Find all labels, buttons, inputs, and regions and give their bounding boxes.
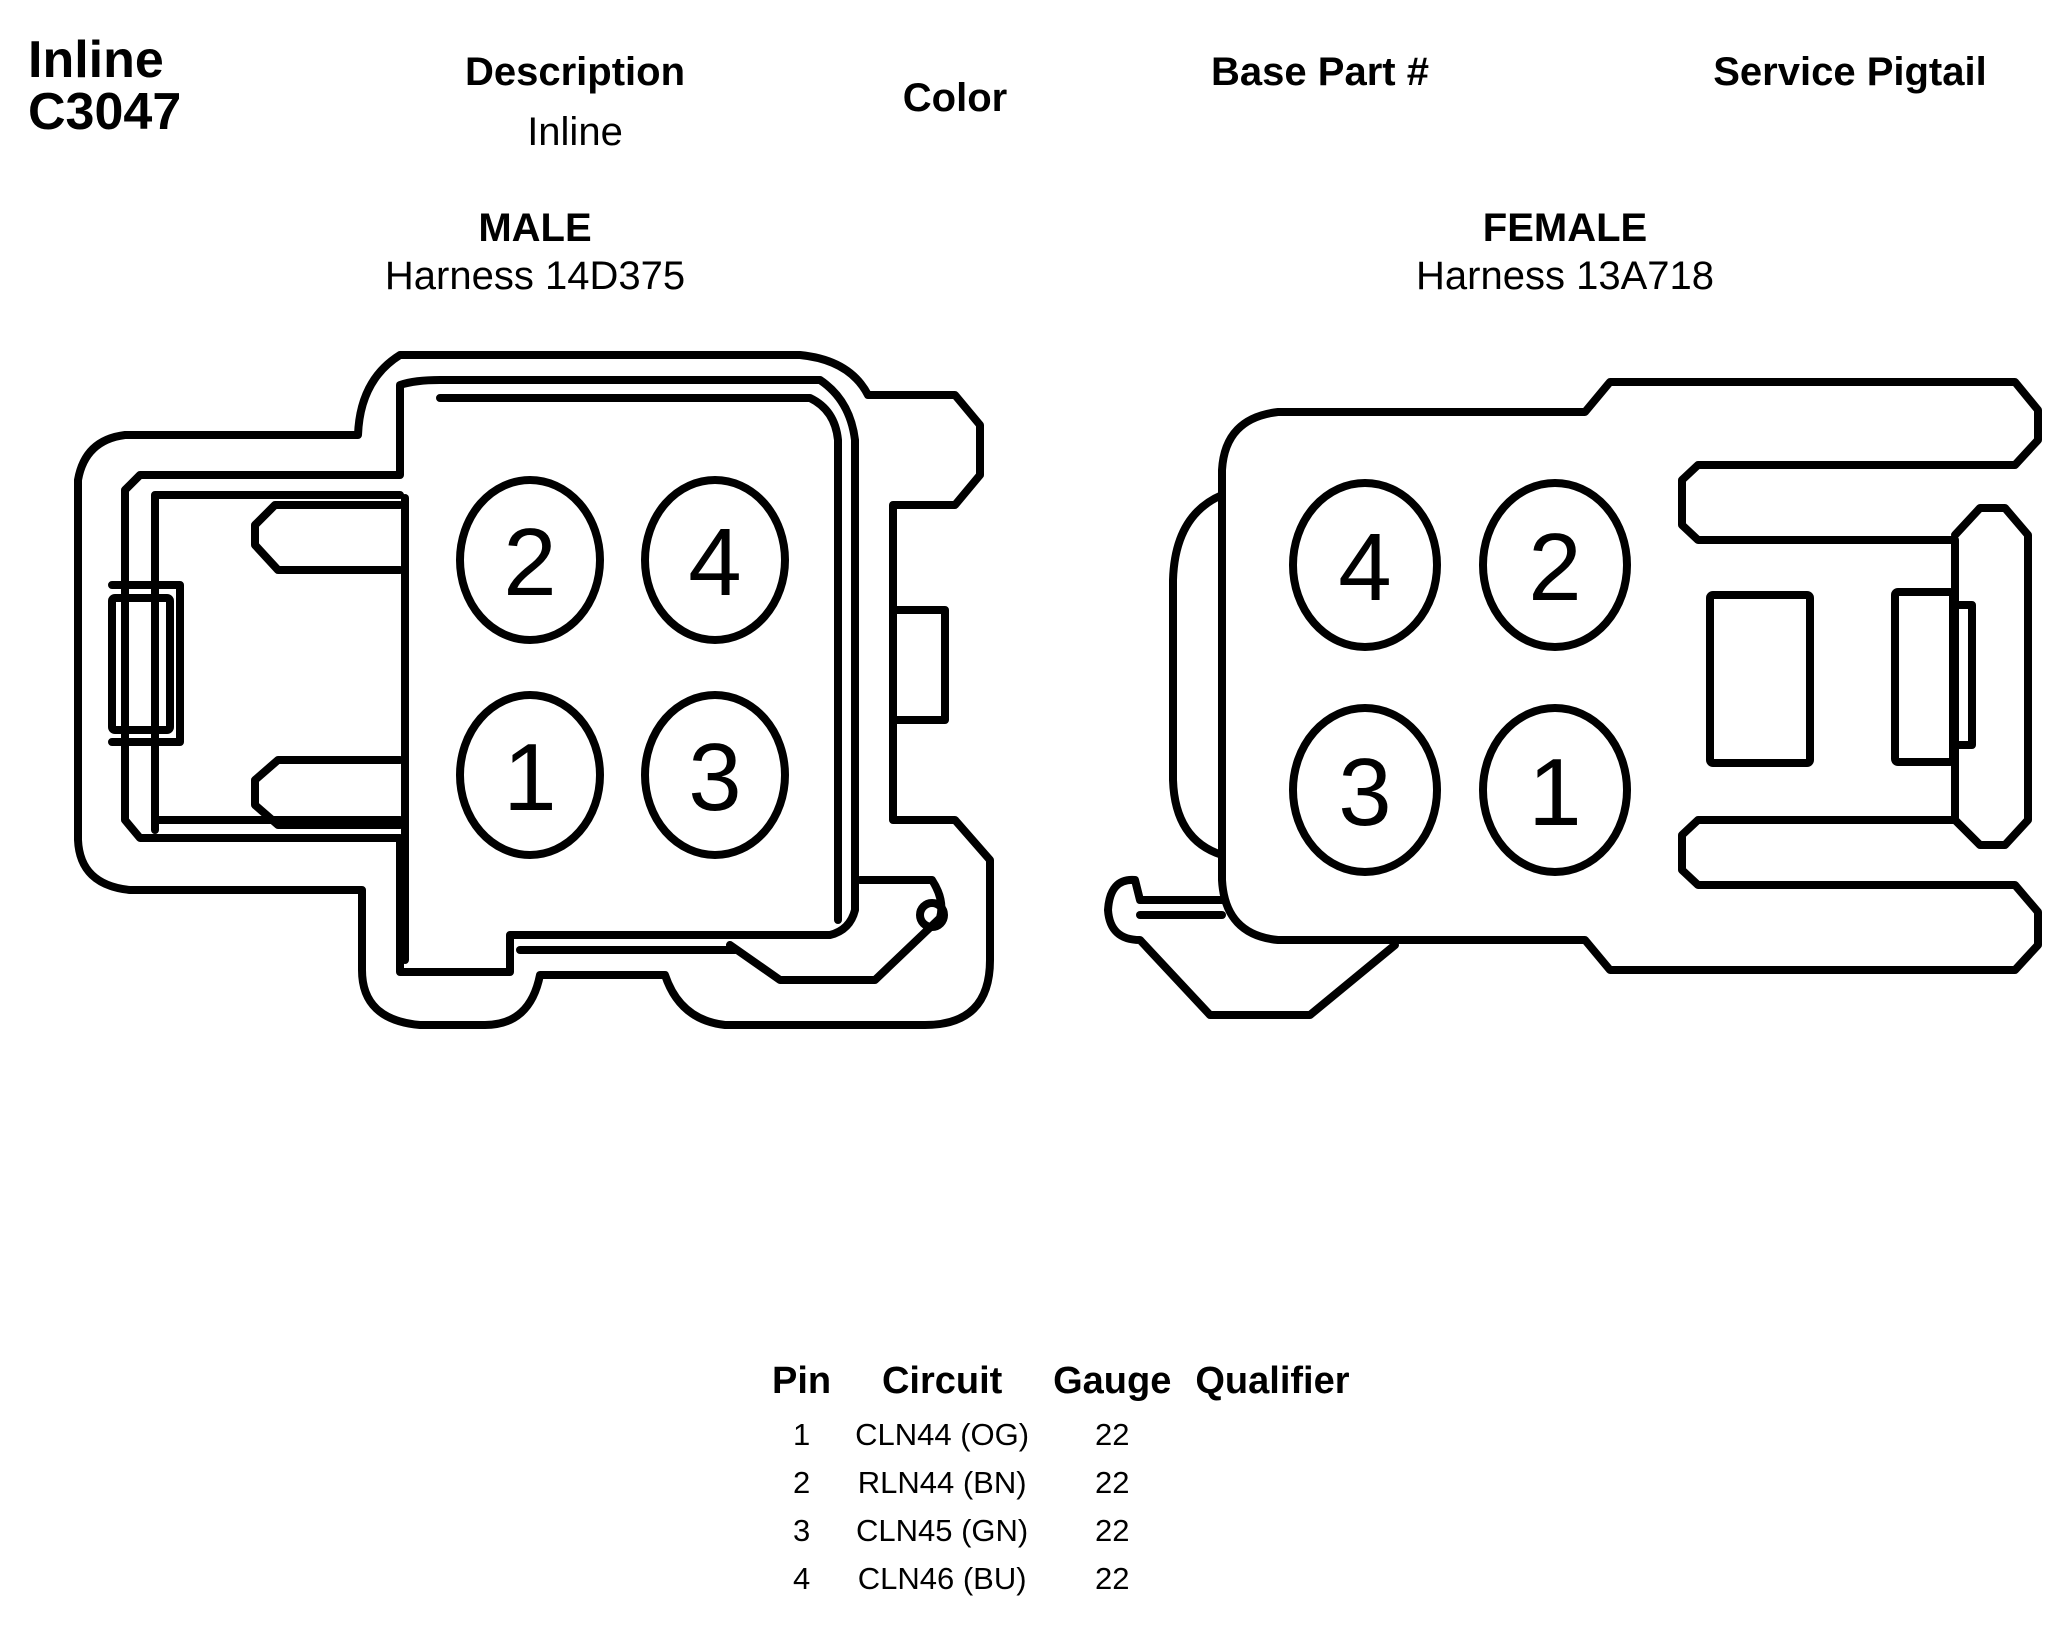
male-harness: Harness 14D375 [384, 254, 686, 298]
male-connector-drawing [74, 351, 994, 1029]
pin-number: 3 [792, 1513, 811, 1548]
qualifier-header: Qualifier [1195, 1360, 1350, 1402]
male-pin-label: 4 [688, 509, 741, 616]
male-pin-label: 2 [503, 509, 556, 616]
base-part-label: Base Part # [1211, 50, 1429, 94]
pin-table-header-row: Pin Circuit Gauge Qualifier [760, 1360, 1362, 1411]
table-row: 2 RLN44 (BN) 22 [760, 1459, 1362, 1507]
female-harness: Harness 13A718 [1416, 254, 1714, 298]
circuit: CLN44 (OG) [855, 1417, 1030, 1452]
table-row: 3 CLN45 (GN) 22 [760, 1507, 1362, 1555]
female-pin-label: 1 [1528, 739, 1581, 846]
female-pin-label: 2 [1528, 514, 1581, 621]
male-pin-label: 1 [503, 724, 556, 831]
table-row: 1 CLN44 (OG) 22 [760, 1411, 1362, 1459]
description-value: Inline [527, 110, 623, 154]
female-pin-label: 4 [1338, 514, 1391, 621]
circuit: CLN45 (GN) [855, 1513, 1029, 1548]
circuit: CLN46 (BU) [857, 1561, 1027, 1596]
qualifier [1183, 1459, 1361, 1507]
service-pigtail-label: Service Pigtail [1713, 50, 1987, 94]
gauge: 22 [1094, 1561, 1130, 1596]
circuit-header: Circuit [881, 1360, 1003, 1402]
female-connector-drawing [1104, 378, 2042, 1019]
connector-title: Inline C3047 [28, 34, 181, 138]
connector-diagram: 2 4 1 3 4 2 3 1 [74, 351, 2042, 1029]
qualifier [1183, 1507, 1361, 1555]
pin-number: 2 [792, 1465, 811, 1500]
gauge: 22 [1094, 1417, 1130, 1452]
gauge-header: Gauge [1053, 1360, 1172, 1402]
pin-number: 1 [792, 1417, 811, 1452]
table-row: 4 CLN46 (BU) 22 [760, 1555, 1362, 1603]
gauge: 22 [1094, 1465, 1130, 1500]
connector-title-line1: Inline [28, 31, 164, 89]
female-pin-label: 3 [1338, 739, 1391, 846]
gauge: 22 [1094, 1513, 1130, 1548]
color-label: Color [902, 76, 1008, 120]
connector-id: C3047 [28, 83, 182, 141]
pin-table: Pin Circuit Gauge Qualifier 1 CLN44 (OG)… [760, 1360, 1362, 1603]
qualifier [1183, 1555, 1361, 1603]
description-label: Description [464, 50, 686, 94]
qualifier [1183, 1411, 1361, 1459]
pin-number: 4 [792, 1561, 811, 1596]
male-pin-label: 3 [688, 724, 741, 831]
female-title: FEMALE [1482, 206, 1648, 250]
circuit: RLN44 (BN) [857, 1465, 1027, 1500]
male-title: MALE [478, 206, 592, 250]
pin-header: Pin [772, 1360, 832, 1402]
